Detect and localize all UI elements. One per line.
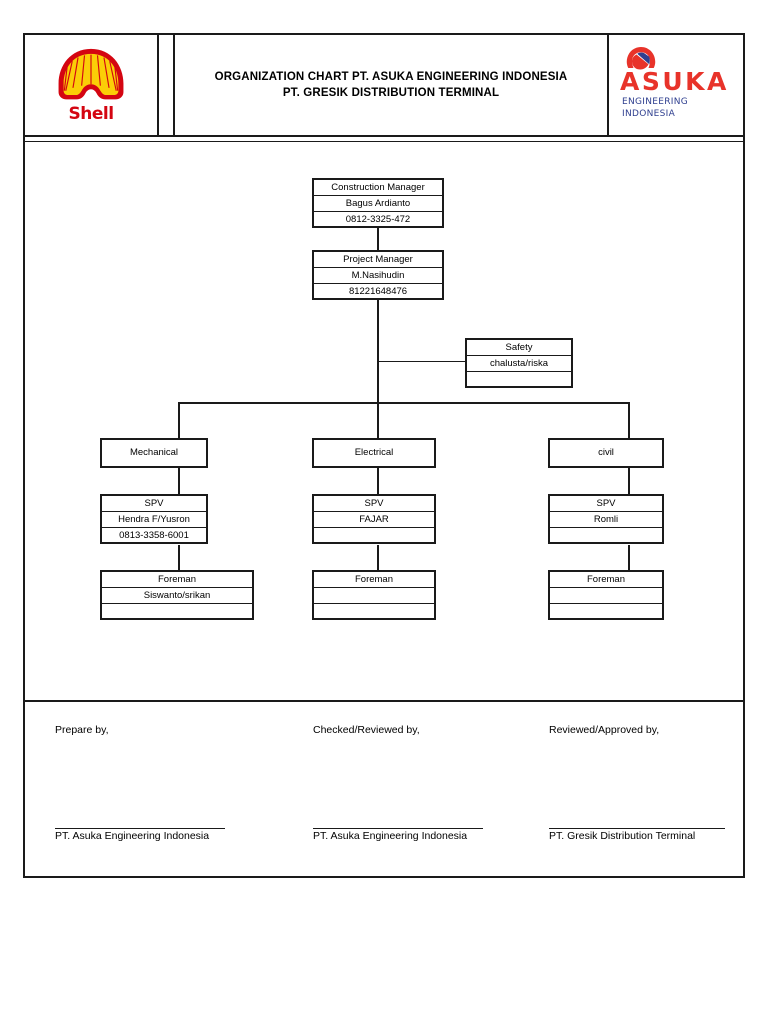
- title-block-divider-cell: [159, 35, 175, 135]
- asuka-arc-icon: [626, 47, 656, 70]
- connector-pm-trunk: [377, 300, 379, 404]
- node-name: Romli: [550, 512, 662, 528]
- connector-electrical-spv-to-foreman: [377, 545, 379, 571]
- asuka-logo-cell: ASUKA ENGINEERING INDONESIA: [609, 35, 743, 135]
- node-role: Foreman: [314, 572, 434, 588]
- node-phone: [467, 372, 571, 388]
- node-construction-manager[interactable]: Construction Manager Bagus Ardianto 0812…: [312, 178, 444, 228]
- connector-mechanical-to-spv: [178, 467, 180, 495]
- document-title-line1: ORGANIZATION CHART PT. ASUKA ENGINEERING…: [214, 71, 568, 83]
- node-name: chalusta/riska: [467, 356, 571, 372]
- connector-department-bus: [178, 402, 630, 404]
- node-civil-foreman[interactable]: Foreman: [548, 570, 664, 620]
- node-name: M.Nasihudin: [314, 268, 442, 284]
- node-civil-spv[interactable]: SPV Romli: [548, 494, 664, 544]
- signature-organization: PT. Gresik Distribution Terminal: [549, 830, 696, 842]
- signature-organization: PT. Asuka Engineering Indonesia: [55, 830, 210, 842]
- node-phone: [550, 528, 662, 544]
- node-name: Siswanto/srikan: [102, 588, 252, 604]
- node-project-manager[interactable]: Project Manager M.Nasihudin 81221648476: [312, 250, 444, 300]
- asuka-wordmark: ASUKA: [620, 67, 729, 96]
- shell-pecten-icon: [58, 48, 124, 100]
- node-role: Safety: [467, 340, 571, 356]
- signature-line: [55, 828, 225, 829]
- connector-drop-civil: [628, 402, 630, 440]
- org-chart-area: Construction Manager Bagus Ardianto 0812…: [25, 142, 743, 702]
- node-electrical[interactable]: Electrical: [312, 438, 436, 468]
- signature-line: [549, 828, 725, 829]
- document-frame: Shell ORGANIZATION CHART PT. ASUKA ENGIN…: [23, 33, 745, 878]
- title-block: Shell ORGANIZATION CHART PT. ASUKA ENGIN…: [25, 35, 743, 135]
- node-role: Project Manager: [314, 252, 442, 268]
- node-role: SPV: [314, 496, 434, 512]
- signature-block-prepare: Prepare by, PT. Asuka Engineering Indone…: [55, 724, 255, 842]
- shell-logo: Shell: [45, 46, 137, 124]
- node-phone: [314, 604, 434, 620]
- node-phone: 0812-3325-472: [345, 214, 411, 225]
- node-role: Foreman: [102, 572, 252, 588]
- signature-label: Reviewed/Approved by,: [549, 724, 660, 736]
- asuka-tagline: ENGINEERING INDONESIA: [622, 97, 688, 120]
- node-electrical-spv[interactable]: SPV FAJAR: [312, 494, 436, 544]
- node-role: SPV: [550, 496, 662, 512]
- signature-label: Checked/Reviewed by,: [313, 724, 420, 736]
- asuka-logo: ASUKA ENGINEERING INDONESIA: [616, 44, 736, 126]
- node-role: SPV: [102, 496, 206, 512]
- signature-area: Prepare by, PT. Asuka Engineering Indone…: [25, 702, 743, 876]
- node-safety[interactable]: Safety chalusta/riska: [465, 338, 573, 388]
- node-electrical-foreman[interactable]: Foreman: [312, 570, 436, 620]
- shell-wordmark: Shell: [68, 104, 114, 124]
- node-mechanical-foreman[interactable]: Foreman Siswanto/srikan: [100, 570, 254, 620]
- node-mechanical[interactable]: Mechanical: [100, 438, 208, 468]
- node-name: Hendra F/Yusron: [102, 512, 206, 528]
- signature-line: [313, 828, 483, 829]
- node-name: [314, 588, 434, 604]
- node-role: Electrical: [354, 447, 394, 458]
- connector-mechanical-spv-to-foreman: [178, 545, 180, 571]
- connector-pm-to-safety: [378, 361, 466, 362]
- asuka-tagline-line1: ENGINEERING: [622, 97, 689, 107]
- signature-label: Prepare by,: [55, 724, 109, 736]
- connector-drop-mechanical: [178, 402, 180, 440]
- connector-civil-spv-to-foreman: [628, 545, 630, 571]
- node-role: Foreman: [550, 572, 662, 588]
- signature-organization: PT. Asuka Engineering Indonesia: [313, 830, 468, 842]
- node-role: Construction Manager: [314, 180, 442, 196]
- header-underline: [25, 135, 743, 142]
- node-phone: [550, 604, 662, 620]
- connector-civil-to-spv: [628, 467, 630, 495]
- document-title-cell: ORGANIZATION CHART PT. ASUKA ENGINEERING…: [175, 35, 609, 135]
- node-role: civil: [598, 447, 614, 458]
- node-phone: 0813-3358-6001: [119, 530, 189, 541]
- node-name: FAJAR: [314, 512, 434, 528]
- node-phone: 81221648476: [348, 286, 408, 297]
- node-civil[interactable]: civil: [548, 438, 664, 468]
- node-role: Mechanical: [129, 447, 179, 458]
- connector-drop-electrical: [377, 402, 379, 440]
- shell-logo-cell: Shell: [25, 35, 159, 135]
- node-name: [550, 588, 662, 604]
- connector-cm-to-pm: [377, 228, 379, 250]
- signature-block-checked: Checked/Reviewed by, PT. Asuka Engineeri…: [313, 724, 513, 842]
- signature-block-approved: Reviewed/Approved by, PT. Gresik Distrib…: [549, 724, 749, 842]
- asuka-tagline-line2: INDONESIA: [622, 108, 676, 119]
- node-mechanical-spv[interactable]: SPV Hendra F/Yusron 0813-3358-6001: [100, 494, 208, 544]
- document-title-line2: PT. GRESIK DISTRIBUTION TERMINAL: [282, 87, 500, 99]
- node-phone: [314, 528, 434, 544]
- node-phone: [102, 604, 252, 620]
- connector-electrical-to-spv: [377, 467, 379, 495]
- node-name: Bagus Ardianto: [314, 196, 442, 212]
